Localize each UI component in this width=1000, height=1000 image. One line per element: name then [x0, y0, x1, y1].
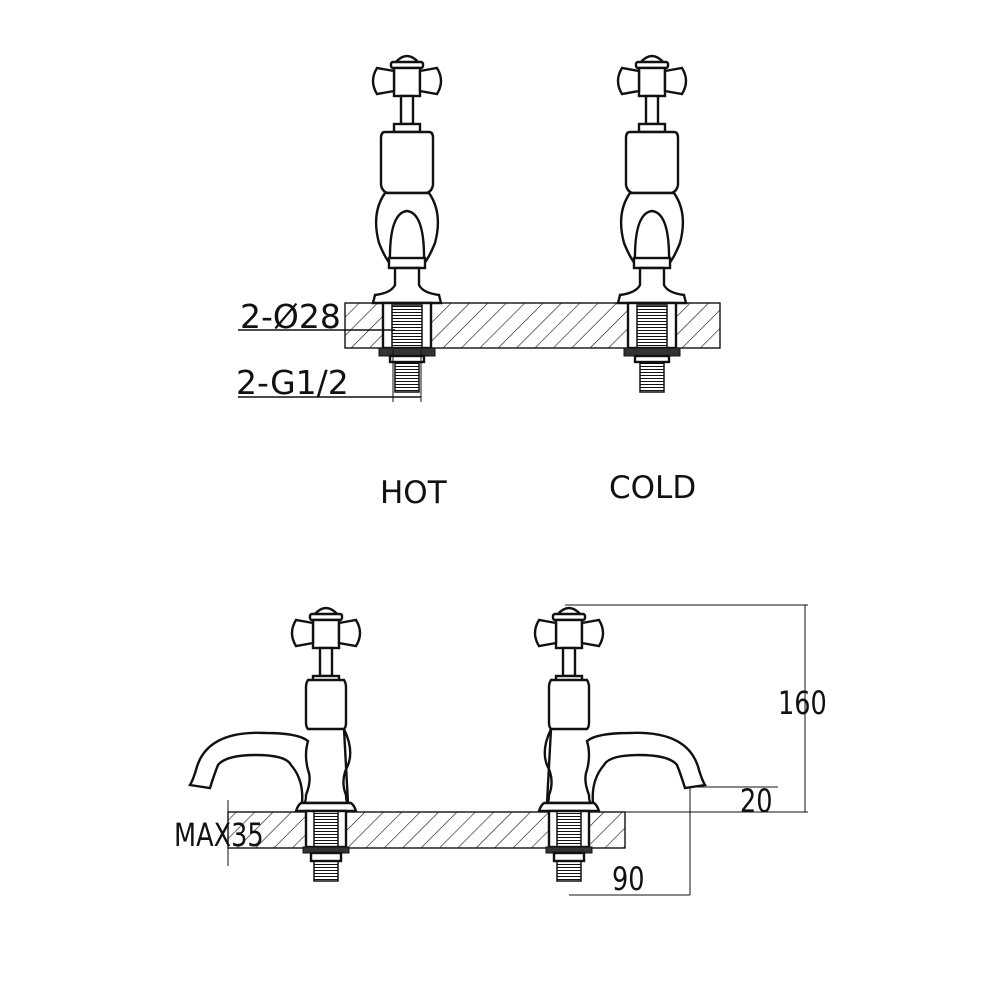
height-label: 160: [778, 684, 827, 722]
front-view: 2-Ø28 2-G1/2 HOT COLD: [236, 56, 721, 511]
hot-label: HOT: [380, 475, 448, 511]
thread-label: 2-G1/2: [236, 363, 349, 402]
hot-tap-front: [373, 56, 441, 392]
side-view: 160 20 90 MAX35: [174, 604, 827, 898]
hole-diameter-label: 2-Ø28: [240, 297, 341, 336]
reach-label: 90: [612, 860, 645, 898]
cold-tap-front: [618, 56, 686, 392]
spout-height-label: 20: [740, 782, 773, 820]
max-deck-thickness-label: MAX35: [174, 816, 264, 854]
cold-label: COLD: [609, 470, 696, 506]
